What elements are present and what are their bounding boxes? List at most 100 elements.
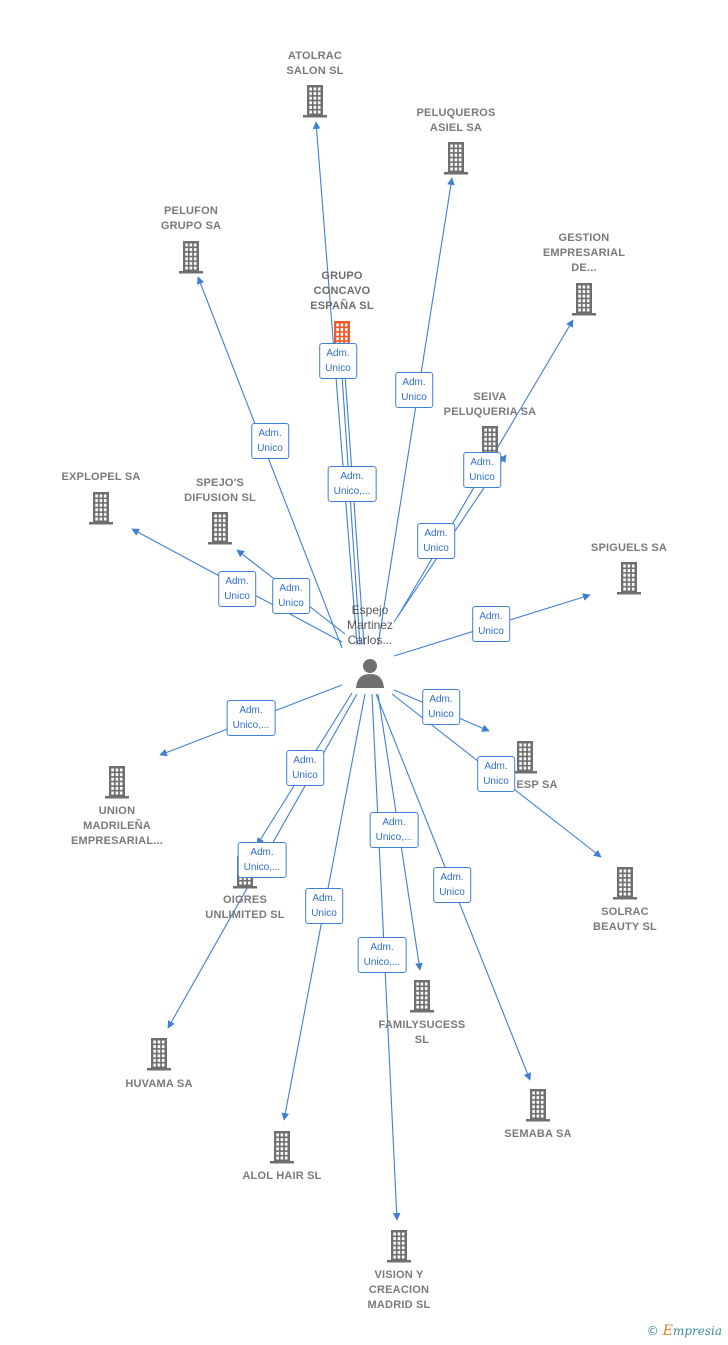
edge-label-line: Unico — [257, 443, 283, 454]
building-icon[interactable] — [610, 866, 640, 900]
edge-label-line: Unico — [439, 887, 465, 898]
edge-label-explopel[interactable]: Adm. Unico — [218, 571, 256, 607]
company-label-line: GRUPO SA — [160, 220, 222, 232]
building-icon[interactable] — [300, 84, 330, 118]
company-label-line: SALON SL — [286, 65, 344, 77]
edge-label-solrac[interactable]: Adm.Unico — [477, 756, 515, 792]
building-icon[interactable] — [614, 561, 644, 595]
edge-label-oigres[interactable]: Adm.Unico — [286, 750, 324, 786]
company-label-alol[interactable]: ALOL HAIR SL — [242, 1169, 321, 1184]
edge-label-line: Unico — [469, 472, 495, 483]
edge-label-line: Adm. — [225, 576, 249, 587]
company-label-grupo-concavo[interactable]: GRUPO CONCAVO ESPAÑA SL — [310, 269, 374, 314]
edge-label-atolrac[interactable]: Adm. Unico — [319, 343, 357, 379]
edge-label-line: Unico — [401, 392, 427, 403]
edge-label-semaba[interactable]: Adm.Unico — [433, 867, 471, 903]
company-label-line: VISION Y — [374, 1269, 424, 1281]
building-icon[interactable] — [176, 240, 206, 274]
edge-label-esp[interactable]: Adm. Unico — [422, 689, 460, 725]
company-label-line: SEIVA — [473, 391, 507, 403]
building-icon[interactable] — [102, 765, 132, 799]
edge-label-line: Adm. — [293, 755, 317, 766]
edge-line-atolrac — [312, 121, 358, 646]
edge-label-line: Unico — [423, 543, 449, 554]
edge-label-peluqueros[interactable]: Adm.Unico — [395, 372, 433, 408]
edge-label-line: Adm. — [484, 761, 508, 772]
company-label-spejos[interactable]: SPEJO'S DIFUSION SL — [184, 476, 256, 506]
edge-label-alol[interactable]: Adm.Unico — [305, 888, 343, 924]
company-label-line: CREACION — [368, 1284, 430, 1296]
company-label-line: DIFUSION SL — [184, 492, 256, 504]
edge-label-line: Adm. — [250, 847, 274, 858]
edge-label-line: Unico — [428, 709, 454, 720]
edge-label-line: Unico — [311, 908, 337, 919]
company-label-line: DE... — [571, 262, 597, 274]
company-label-line: GESTION — [558, 232, 610, 244]
company-label-explopel[interactable]: EXPLOPEL SA — [61, 470, 140, 485]
edge-label-seiva[interactable]: Adm.Unico — [463, 452, 501, 488]
building-icon[interactable] — [407, 979, 437, 1013]
edge-label-line: Unico — [224, 591, 250, 602]
edge-label-line: Adm. — [326, 348, 350, 359]
building-icon[interactable] — [441, 141, 471, 175]
edge-label-line: Adm. — [479, 611, 503, 622]
edge-label-line: Unico,... — [363, 957, 401, 968]
company-label-line: CONCAVO — [313, 285, 371, 297]
edge-label-line: Unico,... — [375, 832, 413, 843]
person-icon[interactable] — [356, 659, 384, 688]
edge-label-spiguels[interactable]: Adm.Unico — [472, 606, 510, 642]
company-label-line: EMPRESARIAL... — [70, 835, 164, 847]
edge-label-gestion[interactable]: Adm.Unico — [417, 523, 455, 559]
company-label-esp[interactable]: ESP SA — [516, 778, 557, 793]
edge-label-line: Adm. — [239, 705, 263, 716]
building-icon[interactable] — [267, 1130, 297, 1164]
company-label-line: SPIGUELS SA — [590, 542, 668, 554]
building-icon[interactable] — [569, 282, 599, 316]
edge-label-vision[interactable]: Adm. Unico,... — [357, 937, 407, 973]
building-icon[interactable] — [523, 1088, 553, 1122]
company-label-line: ESPAÑA SL — [310, 300, 374, 312]
building-icon[interactable] — [384, 1229, 414, 1263]
edge-label-line: Adm. — [429, 694, 453, 705]
edge-label-line: Adm. — [279, 583, 303, 594]
edge-label-line: Adm. — [382, 817, 406, 828]
company-label-huvama[interactable]: HUVAMA SA — [125, 1077, 192, 1092]
company-label-line: SL — [414, 1034, 430, 1046]
company-label-line: SPEJO'S — [195, 477, 245, 489]
company-label-line: ASIEL SA — [429, 122, 483, 134]
edge-label-familysucess[interactable]: Adm. Unico,... — [369, 812, 419, 848]
company-label-solrac[interactable]: SOLRAC BEAUTY SL — [593, 905, 657, 935]
company-label-line: BEAUTY SL — [593, 921, 657, 933]
edge-label-spejos[interactable]: Adm.Unico — [272, 578, 310, 614]
company-label-spiguels[interactable]: SPIGUELS SA — [591, 541, 667, 556]
edge-line-pelufon — [196, 276, 343, 649]
company-label-line: HUVAMA SA — [125, 1078, 193, 1090]
building-icon[interactable] — [510, 740, 540, 774]
edge-label-line: Unico — [325, 363, 351, 374]
building-icon[interactable] — [205, 511, 235, 545]
company-label-line: PELUQUERIA SA — [443, 406, 537, 418]
edge-label-union[interactable]: Adm. Unico,... — [226, 700, 276, 736]
company-label-line: UNION — [98, 805, 136, 817]
edge-label-grupo-concavo[interactable]: Adm.Unico,... — [327, 466, 377, 502]
edge-label-pelufon[interactable]: Adm.Unico — [251, 423, 289, 459]
edge-label-huvama[interactable]: Adm.Unico,... — [237, 842, 287, 878]
edge-label-line: Adm. — [370, 942, 394, 953]
building-icon[interactable] — [86, 491, 116, 525]
building-icon[interactable] — [144, 1037, 174, 1071]
company-label-seiva[interactable]: SEIVA PELUQUERIA SA — [444, 390, 537, 420]
company-label-line: SOLRAC — [601, 906, 649, 918]
company-label-semaba[interactable]: SEMABA SA — [504, 1127, 571, 1142]
company-label-line: GRUPO — [321, 270, 363, 282]
edge-label-line: Unico,... — [232, 720, 270, 731]
